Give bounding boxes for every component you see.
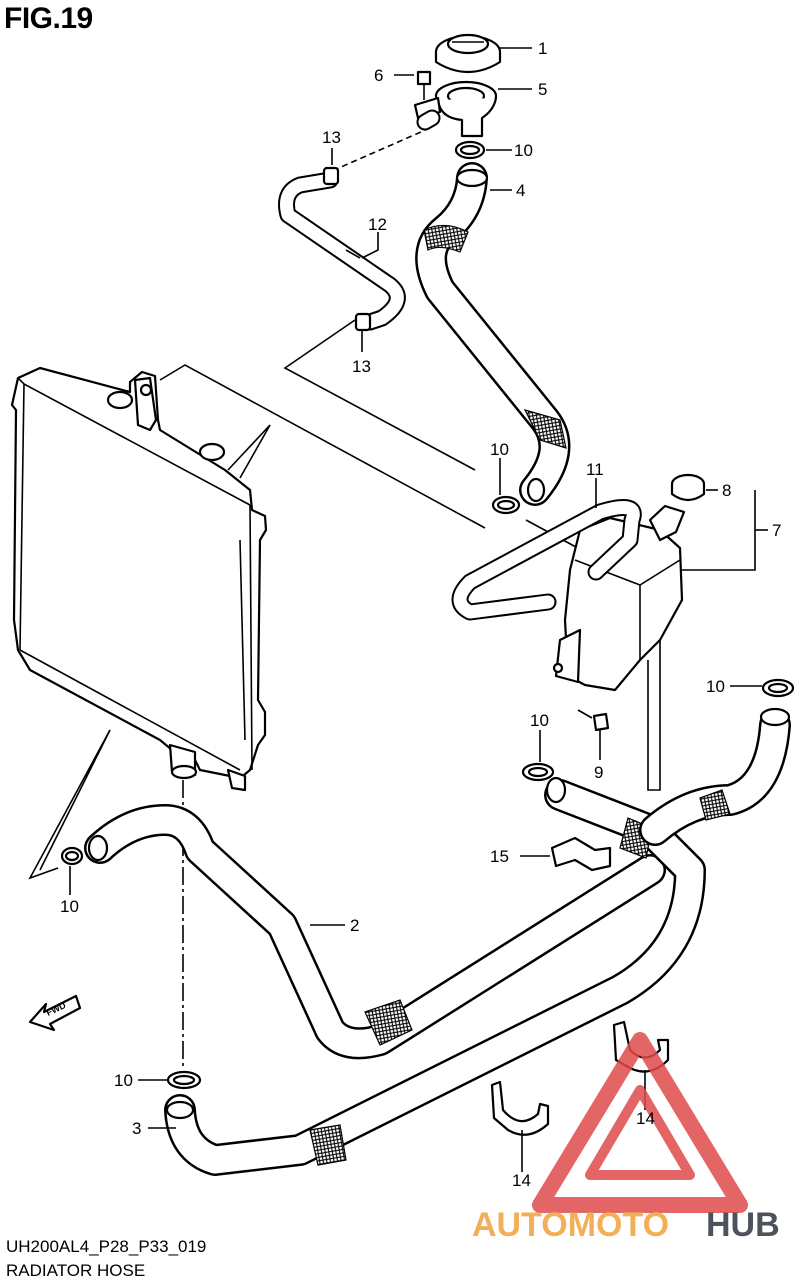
figure-name: RADIATOR HOSE [6, 1261, 146, 1280]
bolt-6 [416, 70, 432, 100]
clamp-10-left [60, 846, 84, 866]
callout-14-right: 14 [636, 1109, 655, 1128]
callout-10-mid: 10 [490, 440, 509, 459]
callout-8: 8 [722, 481, 731, 500]
reservoir-tank [552, 473, 706, 791]
clamp-10-upper [454, 140, 486, 160]
radiator-cap [434, 33, 502, 73]
callout-6: 6 [374, 66, 383, 85]
callout-13-lower: 13 [352, 357, 371, 376]
callout-9: 9 [594, 763, 603, 782]
watermark-text-automoto: AUTOMOTO [472, 1206, 669, 1244]
inlet-hose-4 [415, 162, 571, 506]
callout-10-right: 10 [706, 677, 725, 696]
callout-10-center: 10 [530, 711, 549, 730]
lower-hose-3 [164, 776, 706, 1176]
callout-15: 15 [490, 847, 509, 866]
clip-13-upper [322, 166, 340, 186]
filler-neck [413, 80, 498, 138]
callout-numbers: 1 5 6 10 4 13 12 13 10 11 8 7 10 10 9 15… [60, 39, 781, 1138]
automotohub-watermark: AUTOMOTO HUB [472, 1032, 780, 1244]
callout-12: 12 [368, 215, 387, 234]
callout-2: 2 [350, 916, 359, 935]
callout-11: 11 [586, 460, 604, 479]
radiator [10, 364, 486, 792]
figure-title: FIG.19 [4, 2, 93, 35]
holder-15 [550, 836, 612, 872]
clamp-10-mid [491, 495, 521, 515]
callout-14-left: 14 [512, 1171, 531, 1190]
callout-4: 4 [516, 181, 525, 200]
fwd-arrow: FWD [28, 994, 82, 1032]
lower-hose-2 [84, 804, 666, 1060]
callout-10-bottom: 10 [114, 1071, 133, 1090]
clip-13-lower [354, 312, 372, 332]
callout-3: 3 [132, 1119, 141, 1138]
callout-5: 5 [538, 80, 547, 99]
clamp-10-bottom [166, 1070, 202, 1090]
clamp-10-center [521, 762, 555, 782]
callout-7: 7 [772, 521, 781, 540]
watermark-text-hub: HUB [706, 1206, 780, 1244]
callout-1: 1 [538, 39, 547, 58]
holder-14-left [490, 1080, 550, 1136]
bolt-9 [577, 709, 610, 732]
overflow-hose-12 [278, 171, 406, 331]
leader-lines [28, 127, 601, 1070]
callout-10-left: 10 [60, 897, 79, 916]
clamp-10-right [761, 678, 795, 698]
overflow-hose-11 [451, 499, 642, 621]
callout-10-upper: 10 [514, 141, 533, 160]
callout-13-upper: 13 [322, 128, 341, 147]
return-hose [639, 707, 791, 846]
figure-code: UH200AL4_P28_P33_019 [6, 1237, 207, 1256]
callout-numbers-14: 14 14 [512, 1109, 655, 1190]
